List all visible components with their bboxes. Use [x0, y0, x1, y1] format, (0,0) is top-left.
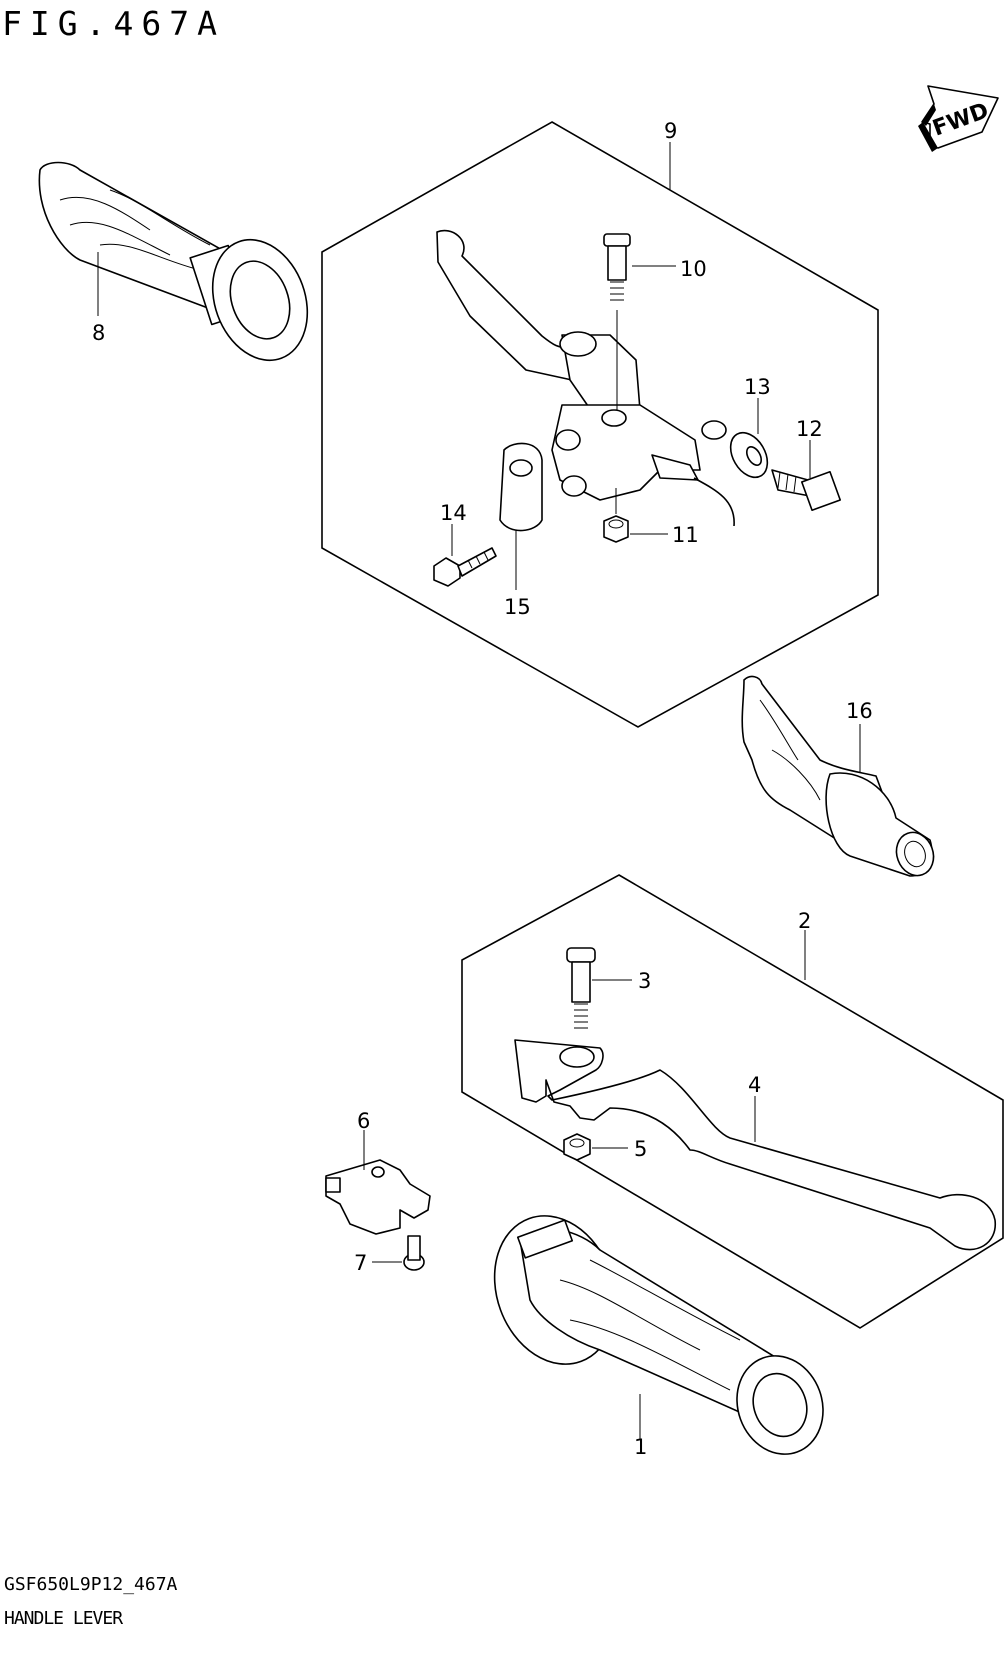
- cable-adjuster-12: [771, 469, 842, 512]
- nut-11: [603, 515, 629, 543]
- callout-2: 2: [798, 909, 811, 933]
- nut-5: [563, 1133, 591, 1161]
- clamp-bolt-14: [433, 547, 497, 587]
- callout-6: 6: [357, 1109, 370, 1133]
- adjuster-locknut-13: [729, 431, 769, 479]
- brake-lever-4: [514, 1039, 996, 1251]
- callout-14: 14: [440, 501, 467, 525]
- callout-13: 13: [744, 375, 771, 399]
- callout-8: 8: [92, 321, 105, 345]
- callout-16: 16: [846, 699, 873, 723]
- figure-code: GSF650L9P12_467A: [4, 1574, 178, 1595]
- callout-7: 7: [354, 1251, 367, 1275]
- pivot-bolt-3: [566, 947, 596, 1029]
- callout-15: 15: [504, 595, 531, 619]
- callout-11: 11: [672, 523, 699, 547]
- brake-switch-6: [325, 1159, 431, 1235]
- fwd-arrow-icon: FWD: [918, 85, 999, 152]
- callout-12: 12: [796, 417, 823, 441]
- callout-9: 9: [664, 119, 677, 143]
- group-outline-9: [321, 121, 879, 728]
- callout-4: 4: [748, 1073, 761, 1097]
- callout-1: 1: [634, 1435, 647, 1459]
- figure-name: HANDLE LEVER: [4, 1608, 123, 1629]
- group-outline-2: [461, 874, 1004, 1329]
- lever-cover-16: [741, 675, 935, 877]
- figure-title: FIG.467A: [2, 4, 225, 43]
- pivot-bolt-10: [603, 233, 631, 301]
- callout-10: 10: [680, 257, 707, 281]
- left-grip-part: [38, 161, 309, 362]
- callout-3: 3: [638, 969, 651, 993]
- clutch-lever-assembly: [436, 229, 735, 532]
- callout-5: 5: [634, 1137, 647, 1161]
- screw-7: [403, 1235, 425, 1271]
- throttle-grip-1: [493, 1215, 824, 1455]
